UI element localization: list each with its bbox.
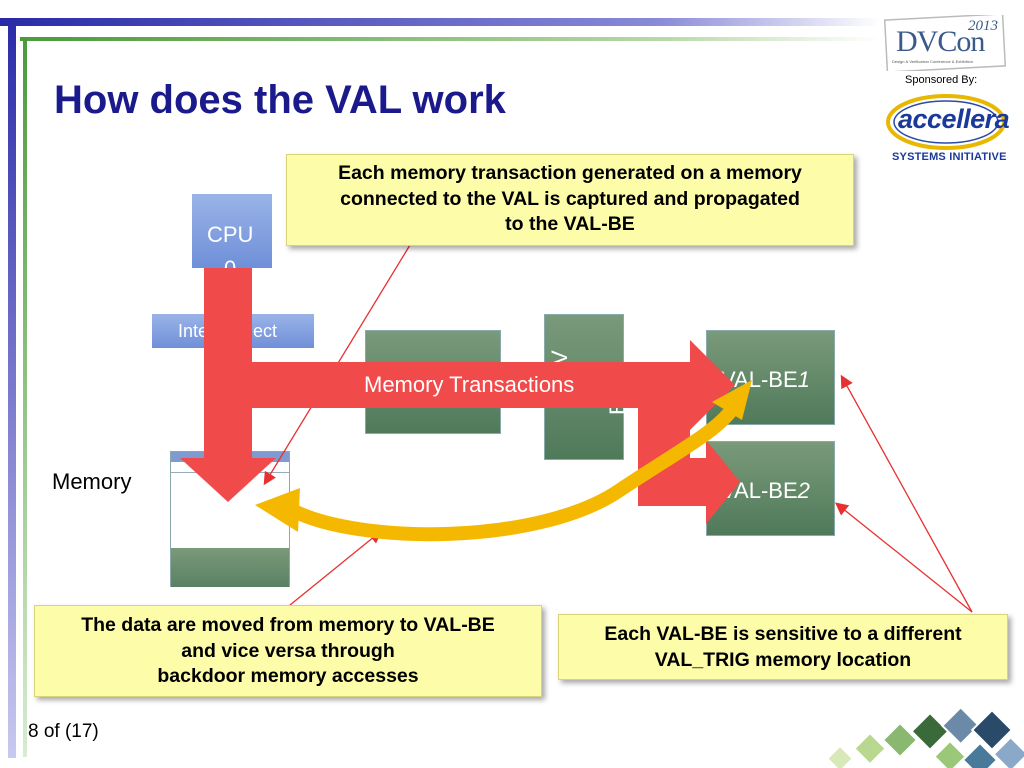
callout-top-line-3: to the VAL-BE [505,213,635,236]
memory-transactions-label: Memory Transactions [364,372,575,397]
callout-bottom-left-line-2: and vice versa through [181,639,395,662]
dvcon-logo-text: DVCon [896,25,985,58]
connector-right-2 [834,502,973,613]
cpu-box: CPU 0 [192,194,272,281]
dvcon-logo: DVCon 2013 Design & Verification Confere… [883,13,1007,73]
accellera-logo-text: accellera [898,104,1010,134]
callout-bottom-right-line-1: Each VAL-BE is sensitive to a different [604,623,962,645]
connector-bottom-left [289,530,383,606]
callout-bottom-left: The data are moved from memory to VAL-BE… [34,605,542,697]
backdoor-access-arrow [255,380,752,542]
cpu-label: CPU [207,222,254,247]
callout-bottom-left-line-3: backdoor memory accesses [157,665,419,688]
decorative-squares [825,705,1024,768]
val-be1-label: VAL-BE1 [721,367,810,392]
dvcon-logo-tagline: Design & Verification Conference & Exhib… [892,59,973,64]
accellera-subtitle: SYSTEMS INITIATIVE [892,151,1007,163]
memory-block-footer [171,548,289,587]
accellera-logo: accellera [884,93,1010,151]
callout-bottom-right: Each VAL-BE is sensitive to a different … [558,614,1008,680]
callout-bottom-left-line-1: The data are moved from memory to VAL-BE [81,614,495,636]
sponsored-by-label: Sponsored By: [905,74,978,86]
callout-bottom-right-line-2: VAL_TRIG memory location [654,648,912,671]
dvcon-logo-year: 2013 [968,18,998,34]
page-number: 8 of (17) [28,721,99,742]
memory-label: Memory [52,469,132,494]
callout-top: Each memory transaction generated on a m… [286,154,854,246]
slide-title: How does the VAL work [54,78,506,122]
callout-top-line-1: Each memory transaction generated on a m… [338,162,802,184]
memory-transactions-arrow [180,268,740,524]
connector-right-1 [840,374,973,613]
callout-top-line-2: connected to the VAL is captured and pro… [340,187,800,210]
